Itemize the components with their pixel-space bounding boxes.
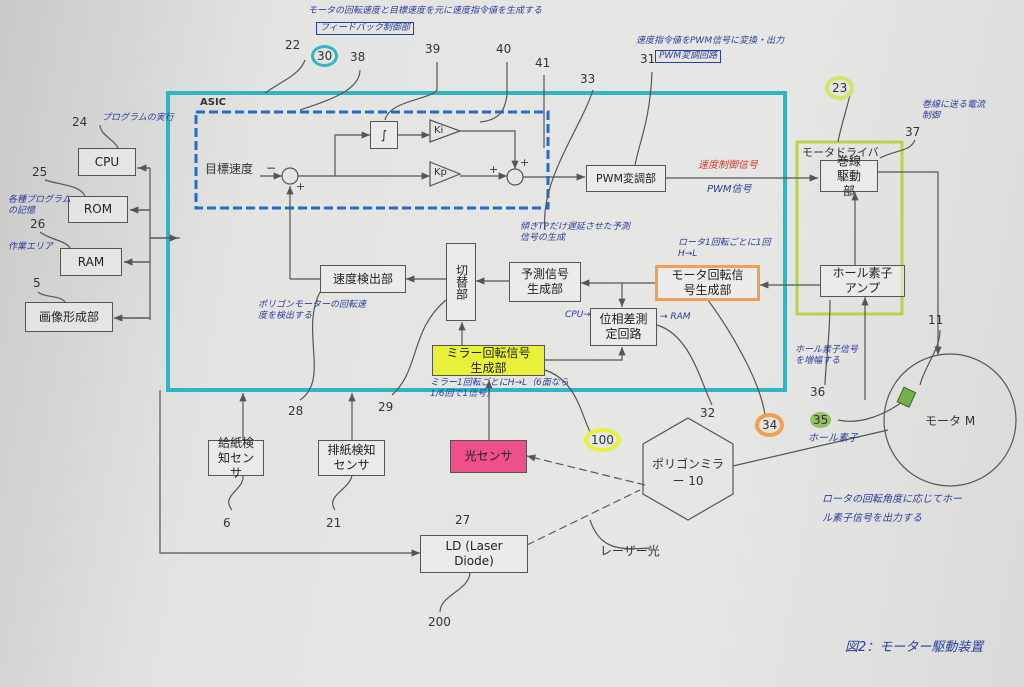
note-cpu-arrow: CPU→ (565, 310, 591, 321)
ref-28: 28 (288, 404, 303, 418)
hall-amp-block: ホール素子アンプ (820, 265, 905, 297)
note-polygon: ポリゴンモーターの回転速度を検出する (258, 300, 368, 322)
laser-light-label: レーザー光 (600, 542, 660, 559)
target-speed-label: 目標速度 (205, 160, 253, 177)
ref-37: 37 (905, 125, 920, 139)
ref-41: 41 (535, 56, 550, 70)
note-ram-arrow: → RAM (660, 312, 691, 323)
note-pwm-desc: 速度指令値をPWM信号に変換・出力 (636, 36, 784, 47)
ref-23: 23 (825, 76, 854, 100)
switch-block: 切替部 (446, 243, 476, 321)
ref-29: 29 (378, 400, 393, 414)
ref-100: 100 (584, 428, 621, 452)
asic-label: ASIC (200, 97, 226, 108)
prediction-signal-block: 予測信号生成部 (509, 262, 581, 302)
phase-diff-block: 位相差測定回路 (590, 308, 657, 346)
ref-22: 22 (285, 38, 300, 52)
note-predict: 傾きTPだけ遅延させた予測信号の生成 (520, 222, 635, 244)
note-speed-control: 速度制御信号 (698, 160, 758, 172)
note-pwm-title: PWM変調回路 (655, 50, 721, 63)
polygon-mirror-label: ポリゴンミラー 10 (652, 455, 724, 489)
image-forming-block: 画像形成部 (25, 302, 113, 332)
ref-30: 30 (311, 45, 338, 67)
note-pwm-signal: PWM信号 (707, 184, 752, 196)
note-hall-element: ホール素子 (808, 433, 858, 445)
integrator-block: ∫ (370, 121, 398, 149)
ref-21: 21 (326, 516, 341, 530)
ref-11: 11 (928, 313, 943, 327)
ref-31: 31 (640, 52, 655, 66)
ref-6: 6 (223, 516, 231, 530)
pwm-modulator-block: PWM変調部 (586, 165, 666, 192)
svg-text:+: + (520, 156, 529, 169)
ref-200: 200 (428, 615, 451, 629)
ref-24: 24 (72, 115, 87, 129)
kp-gain: Kp (434, 167, 447, 178)
note-rotor: ロータ1回転ごとに1回 H→L (678, 238, 778, 260)
note-rotor-angle: ロータの回転角度に応じてホール素子信号を出力する (822, 490, 962, 528)
note-ram: 作業エリア (8, 242, 53, 253)
ref-26: 26 (30, 217, 45, 231)
optical-sensor-block: 光センサ (450, 440, 527, 473)
note-rom: 各種プログラムの記憶 (8, 195, 78, 217)
motor-rotation-signal-block: モータ回転信号生成部 (655, 265, 760, 301)
svg-text:+: + (489, 163, 498, 176)
sum-node-2 (507, 169, 523, 185)
speed-detector-block: 速度検出部 (320, 265, 406, 293)
mirror-rotation-signal-block: ミラー回転信号生成部 (432, 345, 545, 376)
ref-40: 40 (496, 42, 511, 56)
svg-text:+: + (296, 180, 305, 193)
figure-caption: 図2：モーター駆動装置 (845, 640, 983, 656)
ref-34: 34 (755, 413, 784, 437)
note-cpu: プログラムの実行 (102, 113, 174, 124)
feed-sensor-block: 給紙検知センサ (208, 440, 264, 476)
ref-38: 38 (350, 50, 365, 64)
note-winding: 巻線に送る電流制御 (922, 100, 992, 122)
ref-39: 39 (425, 42, 440, 56)
laser-diode-block: LD (Laser Diode) (420, 535, 528, 573)
ki-gain: Ki (434, 125, 443, 136)
motor-label: モータ M (925, 412, 975, 429)
ref-33: 33 (580, 72, 595, 86)
note-feedback-desc: モータの回転速度と目標速度を元に速度指令値を生成する (308, 6, 542, 17)
note-feedback-title: フィードバック制御部 (316, 22, 414, 35)
ref-32: 32 (700, 406, 715, 420)
note-mirror: ミラー1回転ごとにH→L（6面なら1/6回で1信号） (430, 378, 570, 400)
note-hall-amp: ホール素子信号を増幅する (795, 345, 860, 367)
svg-text:−: − (266, 161, 276, 175)
ref-27: 27 (455, 513, 470, 527)
winding-driver-block: 巻線駆動部 (820, 160, 878, 192)
cpu-block: CPU (78, 148, 136, 176)
ram-block: RAM (60, 248, 122, 276)
ref-36: 36 (810, 385, 825, 399)
ref-5: 5 (33, 276, 41, 290)
eject-sensor-block: 排紙検知センサ (318, 440, 385, 476)
ref-25: 25 (32, 165, 47, 179)
